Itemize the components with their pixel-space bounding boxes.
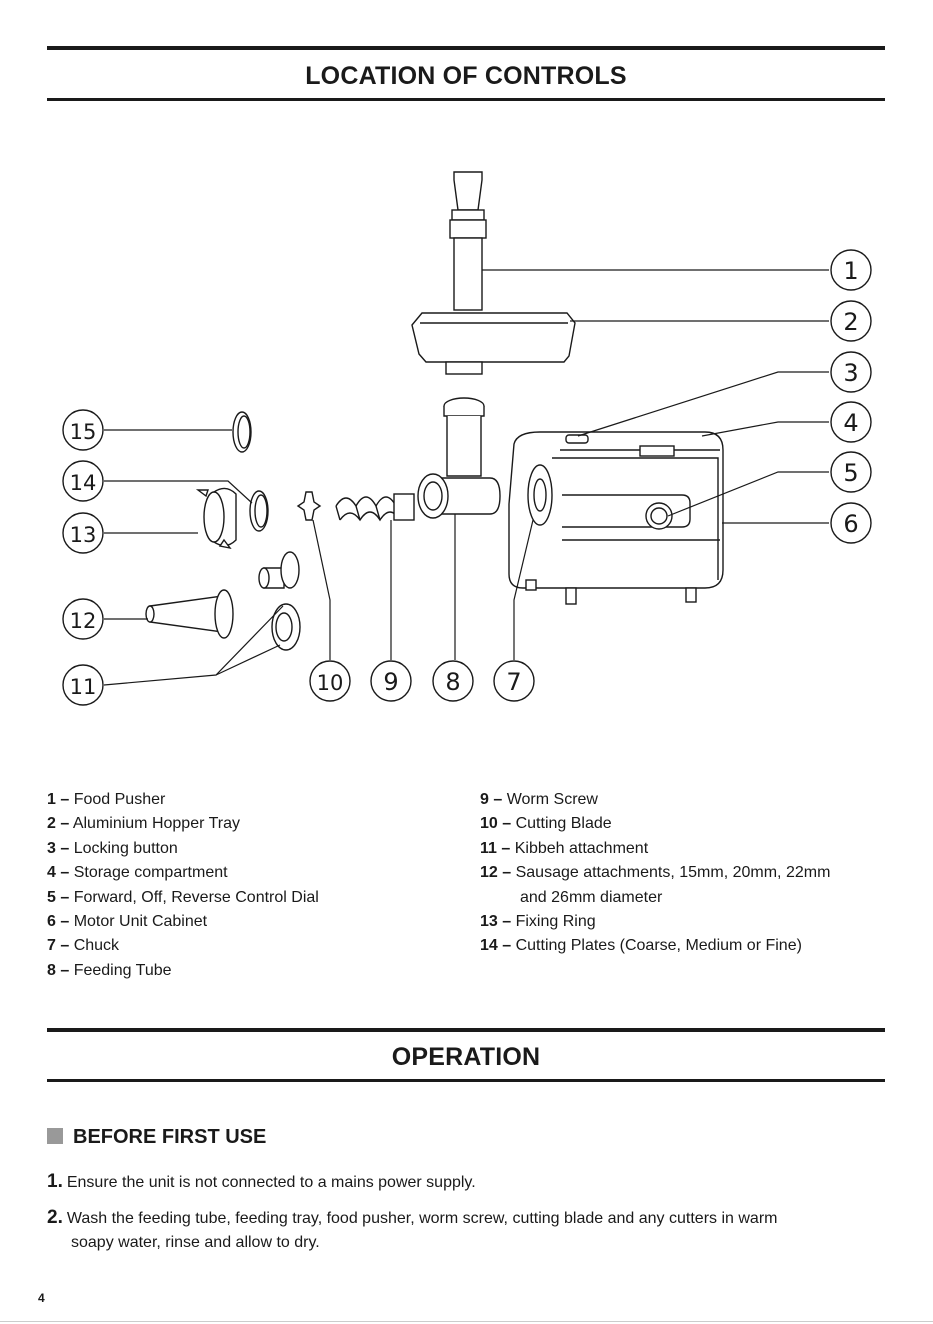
legend-item-6: 6 – Motor Unit Cabinet — [47, 913, 208, 931]
kibbeh-attachment-drawing — [258, 551, 301, 651]
legend-item-14: 14 – Cutting Plates (Coarse, Medium or F… — [480, 937, 802, 955]
callout-12: 12 — [62, 598, 104, 640]
page-number: 4 — [38, 1291, 45, 1305]
operation-top-rule — [47, 1028, 885, 1032]
legend-right: 9 – Worm Screw 10 – Cutting Blade 11 – K… — [480, 788, 830, 959]
hopper-tray-drawing — [411, 312, 576, 375]
svg-text:14: 14 — [70, 471, 97, 495]
callout-6: 6 — [830, 502, 872, 544]
svg-text:15: 15 — [70, 420, 97, 444]
legend-item-12: 12 – Sausage attachments, 15mm, 20mm, 22… — [480, 864, 831, 882]
callout-1: 1 — [830, 249, 872, 291]
svg-text:10: 10 — [317, 671, 344, 695]
callout-3: 3 — [830, 351, 872, 393]
cutting-plate-coarse-drawing — [249, 490, 269, 532]
legend-left: 1 – Food Pusher 2 – Aluminium Hopper Tra… — [47, 788, 319, 983]
legend-item-11: 11 – Kibbeh attachment — [480, 839, 649, 857]
svg-text:2: 2 — [843, 308, 858, 336]
legend-item-2: 2 – Aluminium Hopper Tray — [47, 815, 240, 833]
operation-heading: OPERATION — [391, 1043, 541, 1071]
worm-screw-drawing — [335, 493, 415, 522]
callout-8: 8 — [432, 660, 474, 702]
cutting-blade-drawing — [296, 491, 322, 521]
callout-2: 2 — [830, 300, 872, 342]
leader-lines — [103, 269, 829, 686]
page-bottom-edge — [0, 1321, 933, 1322]
food-pusher-drawing — [449, 171, 487, 311]
callout-15: 15 — [62, 409, 104, 451]
legend-item-1: 1 – Food Pusher — [47, 791, 166, 808]
legend-item-13: 13 – Fixing Ring — [480, 913, 596, 931]
callout-9: 9 — [370, 660, 412, 702]
callout-13: 13 — [62, 512, 104, 554]
top-rule — [47, 46, 885, 50]
svg-text:9: 9 — [383, 668, 398, 696]
legend-item-10: 10 – Cutting Blade — [480, 815, 612, 833]
svg-text:8: 8 — [445, 668, 460, 696]
svg-text:1: 1 — [843, 257, 858, 285]
legend-item-7: 7 – Chuck — [47, 937, 120, 955]
callout-10: 10 — [309, 660, 351, 702]
meat-grinder-exploded-diagram: 1 2 3 4 5 6 7 8 9 10 11 12 13 14 15 — [62, 171, 872, 706]
callout-5: 5 — [830, 451, 872, 493]
section-square-icon — [47, 1128, 63, 1144]
operation-underline — [47, 1079, 885, 1082]
legend-item-3: 3 – Locking button — [47, 839, 178, 857]
heading-underline — [47, 98, 885, 101]
feeding-tube-drawing — [417, 397, 501, 519]
legend-item-12-continued: and 26mm diameter — [520, 888, 663, 906]
svg-text:12: 12 — [70, 609, 97, 633]
step-2-continued: soapy water, rinse and allow to dry. — [71, 1234, 320, 1251]
cutting-plate-fine-drawing — [232, 411, 252, 453]
before-first-use-title: BEFORE FIRST USE — [47, 1126, 266, 1149]
sausage-attachment-drawing — [145, 589, 234, 639]
motor-unit-drawing — [508, 431, 724, 605]
svg-text:11: 11 — [70, 675, 97, 699]
svg-text:5: 5 — [843, 459, 858, 487]
legend-item-4: 4 – Storage compartment — [47, 864, 228, 882]
callout-7: 7 — [493, 660, 535, 702]
legend-item-9: 9 – Worm Screw — [480, 791, 598, 808]
legend-item-8: 8 – Feeding Tube — [47, 961, 172, 979]
callout-14: 14 — [62, 460, 104, 502]
step-1: 1.Ensure the unit is not connected to a … — [47, 1171, 476, 1192]
svg-text:3: 3 — [843, 359, 858, 387]
callout-11: 11 — [62, 664, 104, 706]
svg-text:13: 13 — [70, 523, 97, 547]
legend-item-5: 5 – Forward, Off, Reverse Control Dial — [47, 888, 319, 906]
svg-text:6: 6 — [843, 510, 858, 538]
svg-text:7: 7 — [506, 668, 521, 696]
callout-4: 4 — [830, 401, 872, 443]
svg-text:4: 4 — [843, 409, 858, 437]
fixing-ring-drawing — [195, 487, 237, 550]
step-2: 2.Wash the feeding tube, feeding tray, f… — [47, 1206, 877, 1255]
location-of-controls-heading: LOCATION OF CONTROLS — [305, 62, 627, 90]
